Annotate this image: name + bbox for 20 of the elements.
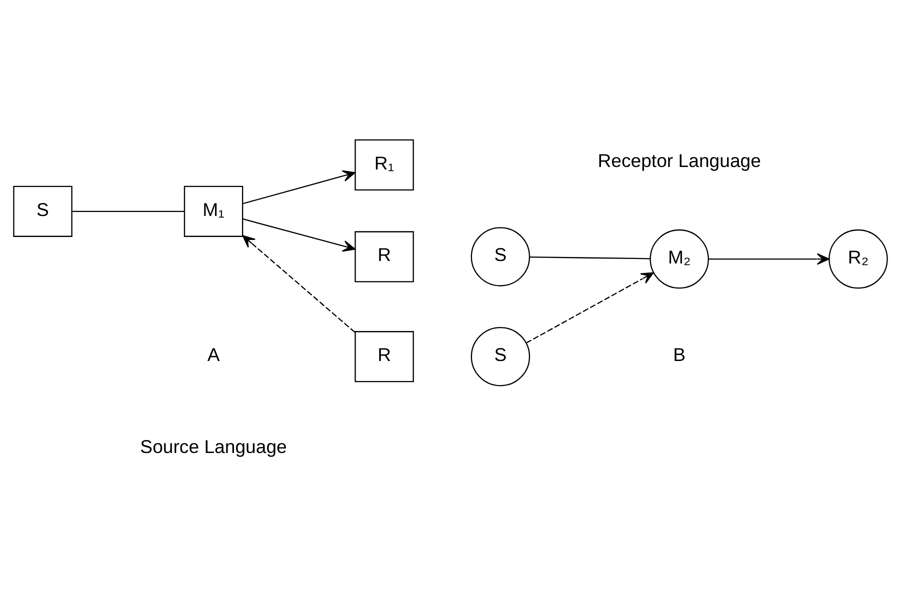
arrow	[526, 272, 654, 344]
node-box: R	[354, 230, 414, 282]
label: Receptor Language	[598, 150, 761, 171]
node-circle: S	[470, 326, 530, 386]
node-box: S	[13, 185, 72, 236]
arrow	[708, 252, 830, 264]
arrow	[242, 170, 356, 204]
node-circle: M₂	[650, 228, 709, 288]
label: A	[207, 344, 220, 365]
node-circle: S	[470, 226, 530, 286]
node-box: M₁	[184, 185, 244, 236]
arrow	[242, 234, 356, 332]
node-box: R	[354, 330, 414, 382]
connector	[530, 256, 650, 259]
node-box: R₁	[354, 138, 414, 190]
label: Source Language	[140, 435, 287, 456]
label: B	[673, 344, 686, 365]
connector	[72, 210, 184, 212]
node-circle: R₂	[828, 228, 888, 288]
arrow	[242, 218, 356, 252]
